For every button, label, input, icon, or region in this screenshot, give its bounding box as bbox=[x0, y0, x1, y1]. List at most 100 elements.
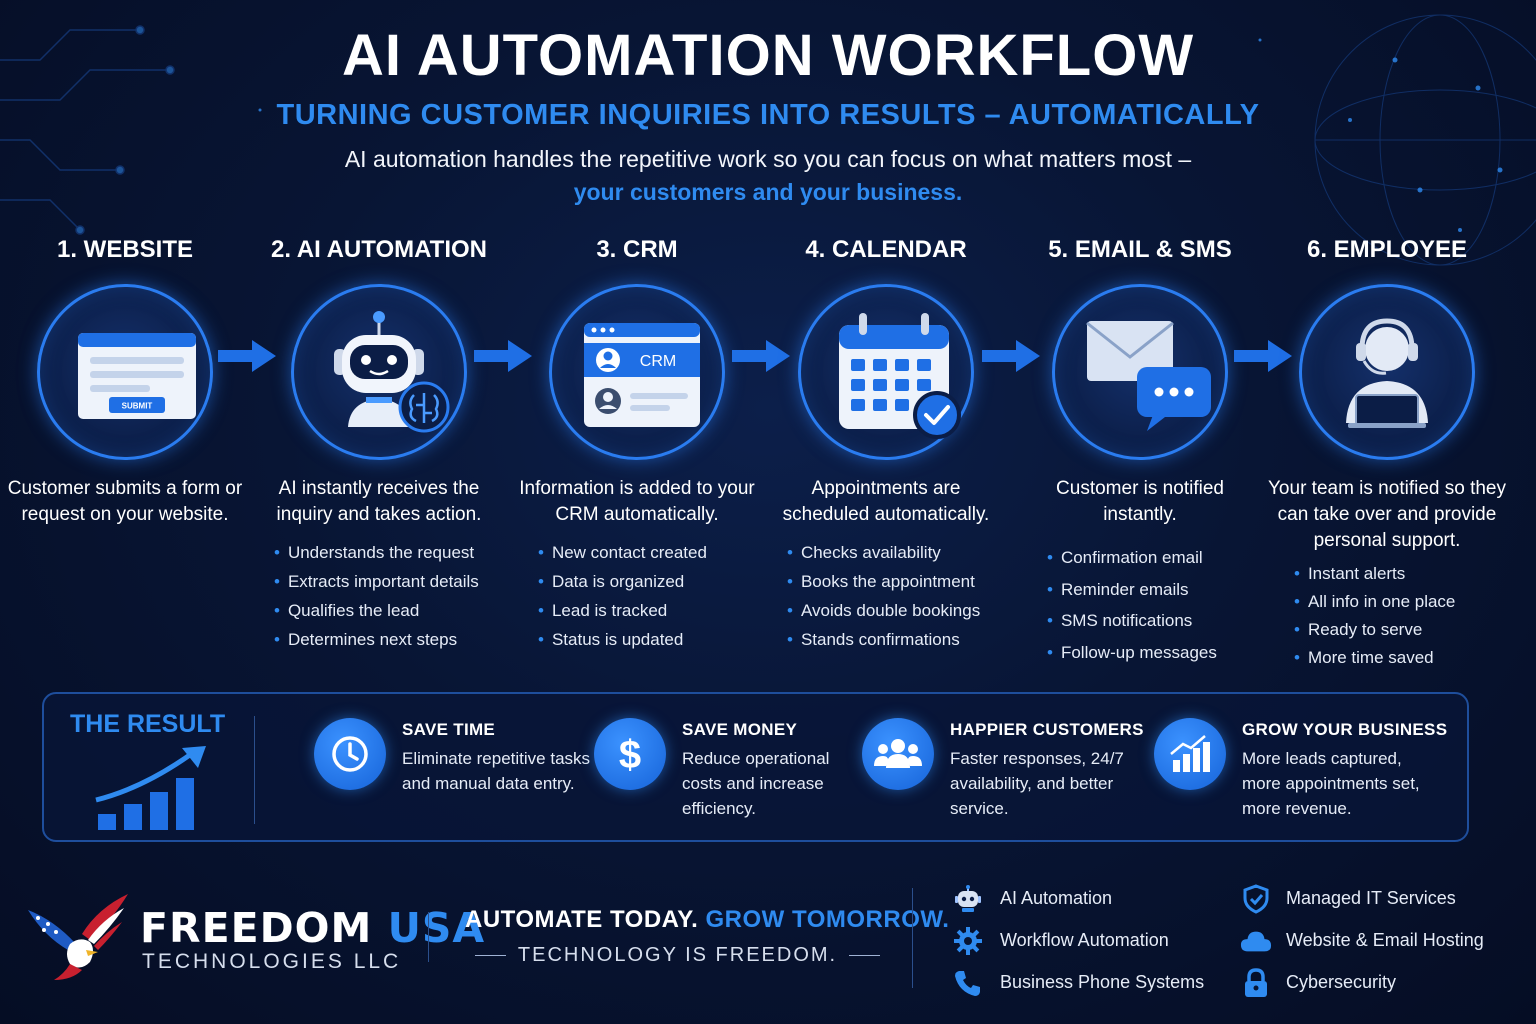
arrow-right-icon bbox=[474, 340, 532, 372]
robot-icon bbox=[952, 883, 984, 915]
step-description: Customer is notified instantly. bbox=[1056, 478, 1224, 525]
step-website: 1. WEBSITE SUBMIT Customer submits a for… bbox=[0, 232, 250, 528]
list-item: Confirmation email bbox=[1047, 542, 1265, 574]
divider bbox=[254, 716, 255, 824]
list-item: Ready to serve bbox=[1294, 616, 1512, 644]
list-item: More time saved bbox=[1294, 644, 1512, 672]
benefit-text: Reduce operational costs and increase ef… bbox=[682, 749, 830, 818]
gear-icon bbox=[952, 925, 984, 957]
slogan: AUTOMATE TODAY. GROW TOMORROW. bbox=[465, 906, 949, 934]
footer: FREEDOM USA TECHNOLOGIES LLC AUTOMATE TO… bbox=[0, 870, 1536, 1024]
brand-name-accent: USA bbox=[387, 904, 486, 952]
benefit-title: HAPPIER CUSTOMERS bbox=[950, 720, 1144, 739]
step-bullets: Confirmation email Reminder emails SMS n… bbox=[1047, 542, 1265, 668]
step-title: 2. AI AUTOMATION bbox=[271, 236, 487, 263]
employee-headset-icon bbox=[1346, 318, 1428, 428]
growth-chart-icon bbox=[1154, 718, 1226, 790]
step-icon-ring bbox=[291, 284, 467, 460]
step-title: 6. EMPLOYEE bbox=[1306, 236, 1468, 263]
tagline-rule bbox=[849, 955, 881, 956]
tagline-text: TECHNOLOGY IS FREEDOM. bbox=[517, 944, 838, 966]
step-icon-ring bbox=[1299, 284, 1475, 460]
list-item: Qualifies the lead bbox=[274, 596, 504, 625]
intro-main: AI automation handles the repetitive wor… bbox=[344, 146, 1192, 172]
step-calendar: 4. CALENDAR Appointments are scheduled a… bbox=[761, 232, 1011, 654]
step-description: Appointments are scheduled automatically… bbox=[782, 478, 990, 525]
step-icon-ring: SUBMIT bbox=[37, 284, 213, 460]
step-title: 5. EMAIL & SMS bbox=[1048, 236, 1232, 263]
page-subtitle: TURNING CUSTOMER INQUIRIES INTO RESULTS … bbox=[276, 99, 1260, 131]
brand-name-primary: FREEDOM bbox=[140, 904, 373, 952]
list-item: Reminder emails bbox=[1047, 574, 1265, 606]
step-icon-ring: CRM bbox=[549, 284, 725, 460]
crm-icon: CRM bbox=[584, 323, 700, 427]
slogan-primary: AUTOMATE TODAY. bbox=[465, 906, 699, 933]
brand-subtitle: TECHNOLOGIES LLC bbox=[142, 950, 402, 973]
dollar-icon: $ bbox=[594, 718, 666, 790]
step-employee: 6. EMPLOYEE Your team is notified so the… bbox=[1262, 232, 1512, 672]
service-item: AI Automation bbox=[1000, 888, 1113, 908]
step-bullets: Instant alerts All info in one place Rea… bbox=[1294, 560, 1512, 672]
benefit-title: SAVE TIME bbox=[402, 720, 496, 739]
list-item: Understands the request bbox=[274, 538, 504, 567]
clock-icon bbox=[314, 718, 386, 790]
result-panel: THE RESULT SAVE TIME Eliminate repetitiv… bbox=[42, 692, 1469, 842]
step-description: Information is added to your CRM automat… bbox=[519, 478, 755, 525]
svg-text:$: $ bbox=[619, 733, 641, 776]
eagle-flag-logo-icon bbox=[28, 894, 128, 980]
intro-highlight: your customers and your business. bbox=[573, 179, 963, 205]
tagline-rule bbox=[475, 955, 506, 956]
step-description: AI instantly receives the inquiry and ta… bbox=[276, 478, 482, 525]
list-item: Determines next steps bbox=[274, 625, 504, 654]
step-bullets: New contact created Data is organized Le… bbox=[538, 538, 762, 654]
brand-name: FREEDOM USA bbox=[140, 904, 485, 952]
calendar-icon bbox=[839, 313, 961, 439]
step-bullets: Checks availability Books the appointmen… bbox=[787, 538, 1011, 654]
arrow-right-icon bbox=[982, 340, 1040, 372]
step-email-sms: 5. EMAIL & SMS Customer is notified inst… bbox=[1015, 232, 1265, 668]
list-item: Checks availability bbox=[787, 538, 1011, 567]
result-title: THE RESULT bbox=[70, 710, 226, 738]
cloud-icon bbox=[1240, 925, 1272, 957]
arrow-right-icon bbox=[218, 340, 276, 372]
crm-label: CRM bbox=[640, 353, 676, 370]
slogan-highlight: GROW TOMORROW. bbox=[705, 906, 950, 933]
list-item: Extracts important details bbox=[274, 567, 504, 596]
list-item: Follow-up messages bbox=[1047, 637, 1265, 669]
step-title: 1. WEBSITE bbox=[56, 236, 194, 263]
workflow-steps: 1. WEBSITE SUBMIT Customer submits a for… bbox=[0, 232, 1536, 682]
phone-icon bbox=[952, 967, 984, 999]
website-form-icon: SUBMIT bbox=[78, 333, 196, 419]
tagline: TECHNOLOGY IS FREEDOM. bbox=[475, 944, 881, 967]
list-item: Lead is tracked bbox=[538, 596, 762, 625]
step-crm: 3. CRM CRM Information is added to your … bbox=[512, 232, 762, 654]
divider bbox=[428, 912, 429, 962]
arrow-right-icon bbox=[1234, 340, 1292, 372]
intro-text: AI automation handles the repetitive wor… bbox=[0, 146, 1536, 206]
benefit-text: Faster responses, 24/7 availability, and… bbox=[950, 749, 1124, 818]
step-description: Your team is notified so they can take o… bbox=[1268, 478, 1506, 551]
arrow-right-icon bbox=[732, 340, 790, 372]
lock-icon bbox=[1240, 967, 1272, 999]
submit-button-label: SUBMIT bbox=[122, 402, 153, 411]
step-bullets: Understands the request Extracts importa… bbox=[274, 538, 504, 654]
header: AI AUTOMATION WORKFLOW TURNING CUSTOMER … bbox=[0, 22, 1536, 206]
shield-check-icon bbox=[1240, 883, 1272, 915]
email-sms-icon bbox=[1086, 321, 1211, 431]
divider bbox=[912, 888, 913, 988]
step-description: Customer submits a form or request on yo… bbox=[7, 478, 243, 525]
step-icon-ring bbox=[1052, 284, 1228, 460]
robot-icon bbox=[334, 311, 450, 433]
step-title: 3. CRM bbox=[596, 236, 678, 263]
list-item: Stands confirmations bbox=[787, 625, 1011, 654]
service-item: Workflow Automation bbox=[1000, 930, 1169, 950]
step-title: 4. CALENDAR bbox=[805, 236, 967, 263]
benefit-text: Eliminate repetitive tasks and manual da… bbox=[402, 749, 591, 793]
list-item: New contact created bbox=[538, 538, 762, 567]
page-title: AI AUTOMATION WORKFLOW bbox=[341, 23, 1195, 88]
benefit-text: More leads captured, more appointments s… bbox=[1242, 749, 1420, 818]
list-item: Avoids double bookings bbox=[787, 596, 1011, 625]
list-item: Data is organized bbox=[538, 567, 762, 596]
people-icon bbox=[862, 718, 934, 790]
list-item: All info in one place bbox=[1294, 588, 1512, 616]
